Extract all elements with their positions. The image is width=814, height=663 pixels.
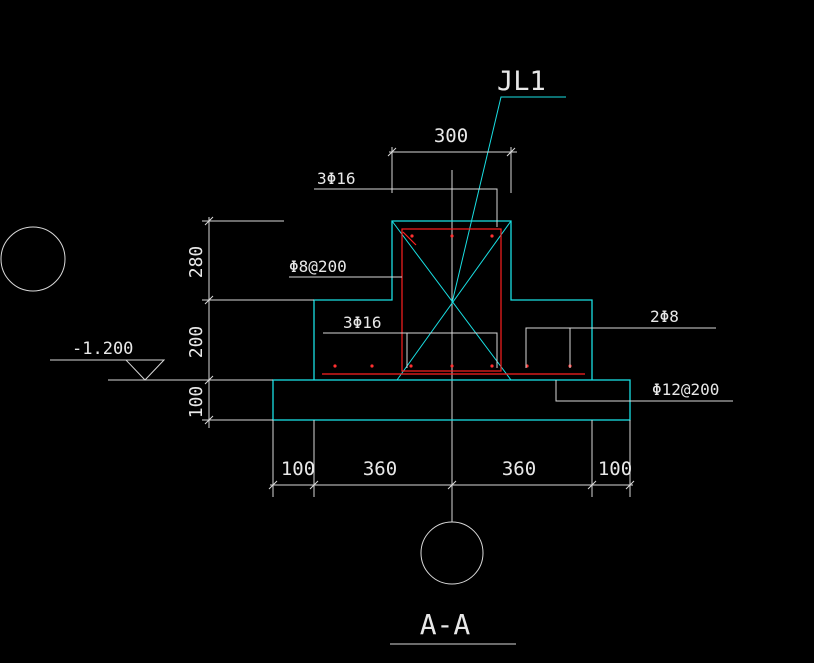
dim-width-left-edge: 100 [281, 458, 315, 480]
beam-label: JL1 [497, 66, 546, 97]
cross-diagonal-1 [391, 220, 512, 381]
elevation-label: -1.200 [72, 339, 133, 359]
base-slab [272, 379, 631, 421]
rebar-dot [490, 234, 494, 238]
side-bars-label: 2Φ8 [650, 307, 679, 326]
rebar-dot [450, 234, 454, 238]
stirrup-hook [402, 231, 417, 246]
dim-height-lower: 200 [186, 326, 207, 359]
rebar [322, 228, 585, 375]
rebar-dot [333, 364, 337, 368]
dim-width-left: 360 [363, 458, 397, 480]
grid-bubble-bottom [420, 521, 484, 585]
cross-diagonal-2 [396, 220, 512, 381]
rebar-dot [450, 364, 454, 368]
rebar-dot [410, 234, 414, 238]
dim-top [387, 147, 517, 193]
bottom-bars-label: 3Φ16 [343, 313, 382, 332]
foundation-outline [313, 220, 593, 380]
concrete-section [272, 96, 631, 421]
rebar-leaders [289, 188, 733, 402]
dim-height-upper: 280 [186, 246, 207, 279]
rebar-dot [409, 364, 413, 368]
rebar-dot [490, 364, 494, 368]
dim-width-right-edge: 100 [598, 458, 632, 480]
top-bars-label: 3Φ16 [317, 169, 356, 188]
stirrup-label: Φ8@200 [289, 257, 347, 276]
dim-left [202, 216, 314, 428]
dim-top-width: 300 [434, 125, 468, 147]
elevation-marker [50, 359, 273, 381]
jl1-leader-line [451, 96, 566, 304]
rebar-dot [370, 364, 374, 368]
dim-height-base: 100 [186, 386, 207, 419]
grid-bubble-left [0, 226, 66, 292]
dim-bottom [268, 420, 635, 497]
slab-bars-label: Φ12@200 [652, 380, 719, 399]
section-title: A-A [420, 608, 471, 641]
dim-width-right: 360 [502, 458, 536, 480]
stirrup [401, 228, 502, 372]
